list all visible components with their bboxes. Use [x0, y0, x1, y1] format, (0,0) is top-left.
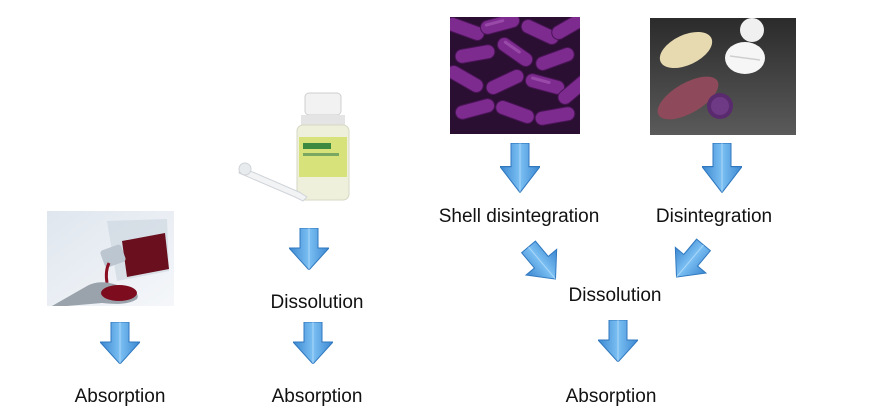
- label-syrup-absorption: Absorption: [74, 386, 166, 407]
- arrow-tablets-to-disintegration: [702, 143, 742, 193]
- arrow-dissolution-to-absorption: [293, 322, 333, 364]
- label-drops-absorption: Absorption: [271, 386, 363, 407]
- arrow-syrup-to-absorption: [100, 322, 140, 364]
- tablets-image: [650, 18, 796, 135]
- capsules-image: [450, 17, 580, 134]
- label-shell-disintegration: Shell disintegration: [438, 206, 600, 227]
- arrow-capsules-to-shell-disintegration: [500, 143, 540, 193]
- arrow-combined-dissolution-to-absorption: [598, 320, 638, 362]
- arrow-disintegration-to-dissolution: [665, 236, 715, 286]
- label-drops-dissolution: Dissolution: [270, 292, 364, 313]
- dropper-bottle-image: [237, 87, 352, 210]
- label-combined-dissolution: Dissolution: [568, 285, 662, 306]
- arrow-shell-to-dissolution: [517, 238, 567, 288]
- arrow-drops-to-dissolution: [289, 228, 329, 270]
- label-combined-absorption: Absorption: [565, 386, 657, 407]
- syrup-spoon-image: [47, 211, 174, 306]
- label-disintegration: Disintegration: [655, 206, 773, 227]
